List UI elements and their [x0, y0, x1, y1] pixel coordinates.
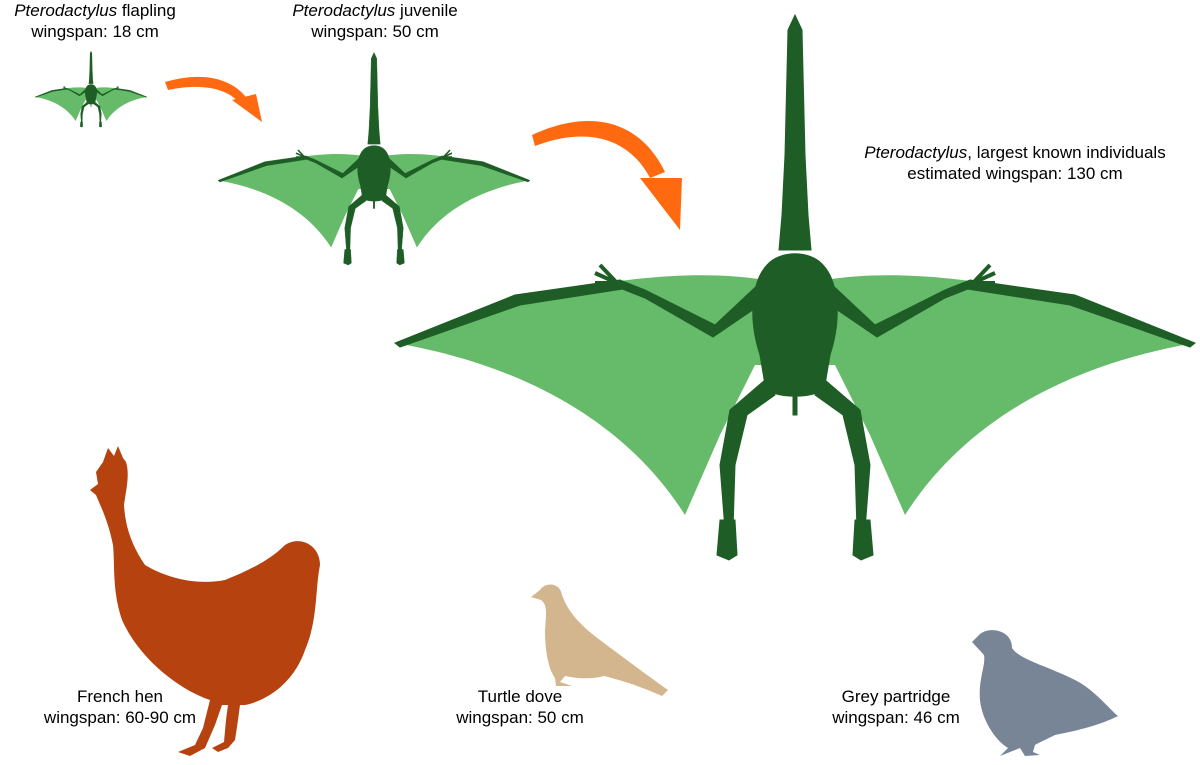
adult-wingspan: estimated wingspan: 130 cm: [907, 164, 1123, 183]
flapling-label: Pterodactylus flapling wingspan: 18 cm: [0, 0, 190, 42]
hen-name: French hen: [77, 687, 163, 706]
juvenile-wingspan: wingspan: 50 cm: [311, 22, 439, 41]
partridge-label: Grey partridge wingspan: 46 cm: [806, 686, 986, 728]
flapling-wingspan: wingspan: 18 cm: [31, 22, 159, 41]
adult-label: Pterodactylus, largest known individuals…: [830, 142, 1200, 184]
adult-genus: Pterodactylus: [864, 143, 968, 162]
flapling-genus: Pterodactylus: [14, 1, 118, 20]
partridge-wingspan: wingspan: 46 cm: [832, 708, 960, 727]
dove-silhouette: [531, 584, 668, 696]
adult-silhouette: [393, 13, 1197, 562]
hen-label: French hen wingspan: 60-90 cm: [30, 686, 210, 728]
flapling-silhouette: [34, 50, 148, 128]
partridge-silhouette: [972, 630, 1118, 756]
dove-label: Turtle dove wingspan: 50 cm: [430, 686, 610, 728]
juvenile-stage: juvenile: [395, 1, 458, 20]
adult-stage: , largest known individuals: [967, 143, 1166, 162]
growth-arrow-2: [532, 121, 682, 230]
juvenile-silhouette: [217, 51, 531, 266]
juvenile-label: Pterodactylus juvenile wingspan: 50 cm: [250, 0, 500, 42]
growth-arrow-1: [165, 76, 262, 122]
juvenile-genus: Pterodactylus: [292, 1, 396, 20]
dove-wingspan: wingspan: 50 cm: [456, 708, 584, 727]
hen-silhouette: [90, 446, 320, 756]
hen-wingspan: wingspan: 60-90 cm: [43, 708, 197, 727]
flapling-stage: flapling: [117, 1, 176, 20]
partridge-name: Grey partridge: [841, 687, 951, 706]
dove-name: Turtle dove: [477, 687, 563, 706]
